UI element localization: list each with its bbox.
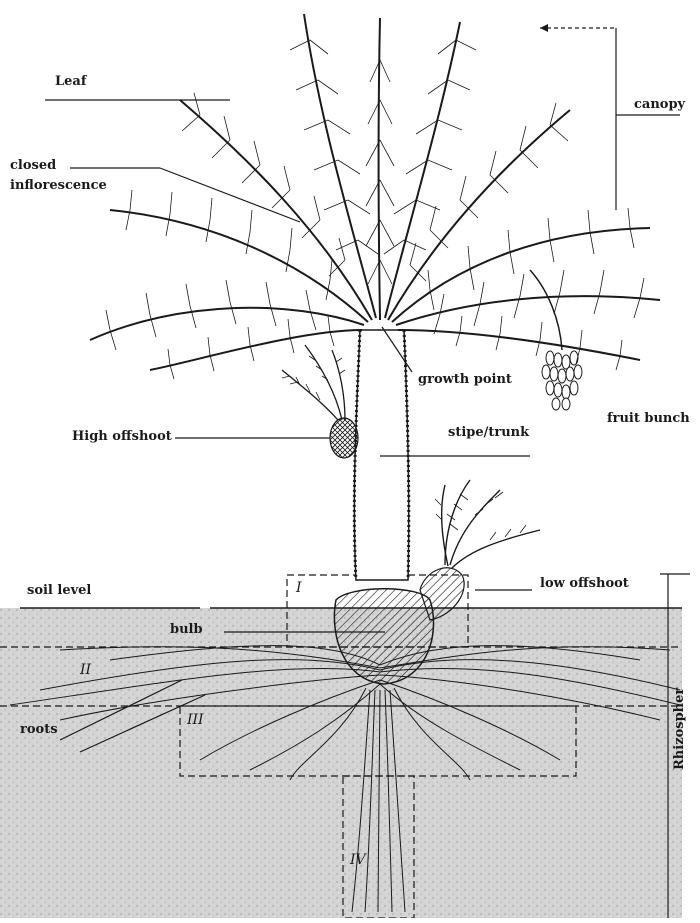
frond-rachises: [90, 14, 660, 370]
label-soil-level: soil level: [27, 583, 91, 598]
label-zone-4: IV: [350, 852, 366, 868]
label-fruit-bunch: fruit bunch: [607, 411, 690, 426]
label-rhizosphere: Rhizospher: [672, 688, 687, 770]
label-roots: roots: [20, 722, 58, 737]
pinnae: [106, 40, 644, 379]
label-high-offshoot: High offshoot: [72, 429, 172, 444]
label-zone-1: I: [296, 580, 302, 596]
canopy-leaves: [90, 14, 660, 379]
label-bulb: bulb: [170, 622, 203, 637]
soil: [0, 608, 682, 918]
low-offshoot-shape: [420, 480, 540, 620]
label-low-offshoot: low offshoot: [540, 576, 629, 591]
label-closed-inflorescence-line2: inflorescence: [10, 178, 107, 193]
label-stipe-trunk: stipe/trunk: [448, 425, 529, 440]
canopy-arrowhead: [540, 24, 548, 32]
label-zone-2: II: [80, 662, 91, 678]
high-offshoot-shape: [282, 345, 358, 458]
fruit-bunch-shape: [530, 270, 582, 410]
label-growth-point: growth point: [418, 372, 512, 387]
trunk-group: [354, 330, 408, 580]
label-leaf: Leaf: [55, 74, 86, 89]
label-canopy: canopy: [634, 97, 685, 112]
label-zone-3: III: [187, 712, 204, 728]
label-closed-inflorescence-line1: closed: [10, 158, 56, 173]
soil-body: [0, 608, 682, 918]
stipe-trunk: [354, 330, 408, 580]
